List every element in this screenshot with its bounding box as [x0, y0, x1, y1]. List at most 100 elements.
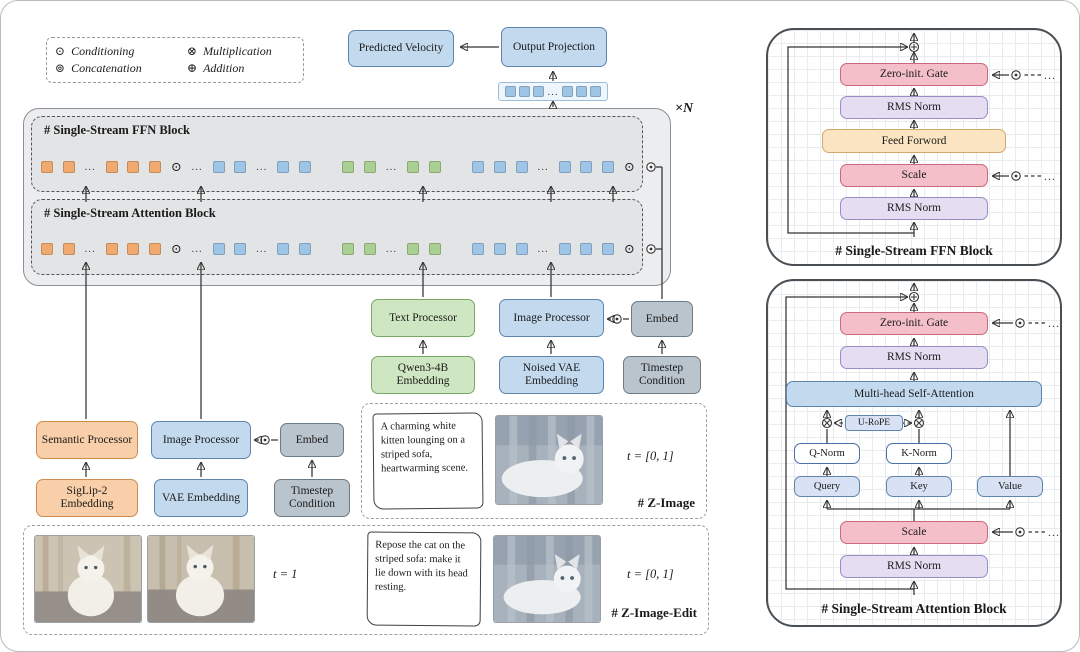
- text-processor-node: Text Processor: [371, 299, 475, 337]
- token-square: [558, 243, 571, 255]
- legend-item-concatenation: ⊚ Concatenation: [55, 61, 142, 75]
- token-square: [41, 161, 53, 173]
- token-square: [342, 243, 355, 255]
- ffn-zero-init-gate-node: Zero-init. Gate: [840, 63, 988, 86]
- token-square: [472, 161, 485, 173]
- attention-token-row: ...⊙............⊙: [41, 240, 635, 258]
- token-square: [62, 161, 75, 173]
- token-square: [277, 161, 290, 173]
- token-square: [127, 243, 140, 255]
- token-square: [364, 161, 377, 173]
- k-norm-node: K-Norm: [886, 443, 952, 464]
- ffn-detail-title: # Single-Stream FFN Block: [835, 243, 993, 258]
- token-square: [558, 161, 571, 173]
- image-processor-top-node: Image Processor: [499, 299, 604, 337]
- attention-detail-title: # Single-Stream Attention Block: [821, 601, 1007, 616]
- token-square: [298, 161, 311, 173]
- token-square: [505, 86, 516, 97]
- token-square: [234, 161, 247, 173]
- query-node: Query: [794, 476, 860, 497]
- semantic-processor-node: Semantic Processor: [36, 421, 138, 459]
- token-square: [472, 243, 485, 255]
- token-square: [533, 86, 545, 97]
- attn-rms-norm-bottom-node: RMS Norm: [840, 555, 988, 578]
- ffn-token-row: ...⊙............⊙: [41, 158, 635, 176]
- token-square: [41, 243, 53, 255]
- token-square: [105, 161, 118, 173]
- token-square: [575, 86, 587, 97]
- image-processor-bottom-node: Image Processor: [151, 421, 251, 459]
- multiplication-icon: ⊗: [187, 44, 198, 58]
- token-square: [149, 161, 162, 173]
- token-square: [406, 161, 419, 173]
- predicted-velocity-node: Predicted Velocity: [348, 30, 454, 67]
- token-ellipsis: ...: [537, 243, 549, 255]
- ffn-block-label: # Single-Stream FFN Block: [44, 123, 190, 137]
- token-square: [515, 161, 528, 173]
- cat-sitting-illustration: [35, 536, 141, 622]
- token-square: [105, 243, 118, 255]
- token-square: [493, 243, 506, 255]
- embed-top-node: Embed: [631, 301, 693, 337]
- repeat-count-label: ×N: [675, 101, 694, 116]
- timestep-condition-bottom-node: Timestep Condition: [274, 479, 350, 517]
- ffn-block: # Single-Stream FFN Block: [31, 116, 643, 192]
- output-token-strip: ...: [498, 82, 608, 101]
- token-square: [580, 161, 593, 173]
- token-square: [212, 243, 225, 255]
- timestep-condition-top-node: Timestep Condition: [623, 356, 701, 394]
- token-square: [602, 243, 615, 255]
- z-image-edit-t1-label: t = 1: [273, 567, 298, 581]
- token-square: [519, 86, 531, 97]
- ffn-rms-norm-top-node: RMS Norm: [840, 96, 988, 119]
- legend-item-addition: ⊕ Addition: [187, 61, 245, 75]
- z-image-prompt-note: A charming white kitten lounging on a st…: [372, 412, 484, 510]
- legend-item-multiplication: ⊗ Multiplication: [187, 44, 272, 58]
- z-image-edit-t-range-label: t = [0, 1]: [627, 567, 674, 581]
- value-node: Value: [977, 476, 1043, 497]
- token-square: [428, 243, 441, 255]
- z-image-title: # Z-Image: [637, 495, 695, 510]
- cat-lying-illustration: [496, 416, 602, 504]
- token-ellipsis: ...: [385, 161, 398, 173]
- addition-icon: ⊕: [187, 61, 198, 75]
- u-rope-node: U-RoPE: [845, 415, 903, 431]
- token-square: [149, 243, 162, 255]
- attn-zero-init-gate-node: Zero-init. Gate: [840, 312, 988, 335]
- ffn-scale-node: Scale: [840, 164, 988, 187]
- q-norm-node: Q-Norm: [794, 443, 860, 464]
- attention-block-label: # Single-Stream Attention Block: [44, 206, 216, 220]
- token-square: [590, 86, 601, 97]
- cat-sitting-illustration: [148, 536, 254, 622]
- output-projection-node: Output Projection: [501, 27, 607, 67]
- attn-rms-norm-top-node: RMS Norm: [840, 346, 988, 369]
- token-ellipsis: ...: [256, 161, 268, 173]
- z-image-edit-panel: [23, 525, 709, 635]
- conditioning-icon: ⊙: [170, 159, 182, 174]
- cat-photo-source-1: [34, 535, 142, 623]
- token-ellipsis: ...: [191, 161, 203, 173]
- conditioning-icon: ⊙: [623, 241, 635, 256]
- key-node: Key: [886, 476, 952, 497]
- token-ellipsis: ...: [256, 243, 268, 255]
- token-ellipsis: ...: [537, 161, 549, 173]
- vae-embedding-node: VAE Embedding: [154, 479, 248, 517]
- token-square: [212, 161, 225, 173]
- token-ellipsis: ...: [84, 161, 96, 173]
- token-square: [298, 243, 311, 255]
- token-ellipsis: ...: [385, 243, 398, 255]
- token-square: [364, 243, 377, 255]
- conditioning-icon: ⊙: [170, 241, 182, 256]
- legend: ⊙ Conditioning ⊗ Multiplication ⊚ Concat…: [46, 37, 304, 83]
- z-image-panel: [361, 403, 707, 519]
- conditioning-icon: ⊙: [55, 44, 66, 58]
- z-image-t-range-label: t = [0, 1]: [627, 449, 674, 463]
- z-image-edit-title: # Z-Image-Edit: [611, 605, 697, 620]
- qwen-embedding-node: Qwen3-4B Embedding: [371, 356, 475, 394]
- legend-item-conditioning: ⊙ Conditioning: [55, 44, 135, 58]
- token-square: [342, 161, 355, 173]
- token-square: [127, 161, 140, 173]
- token-square: [580, 243, 593, 255]
- z-image-edit-prompt-note: Repose the cat on the striped sofa: make…: [366, 531, 482, 627]
- token-ellipsis: ...: [547, 85, 559, 98]
